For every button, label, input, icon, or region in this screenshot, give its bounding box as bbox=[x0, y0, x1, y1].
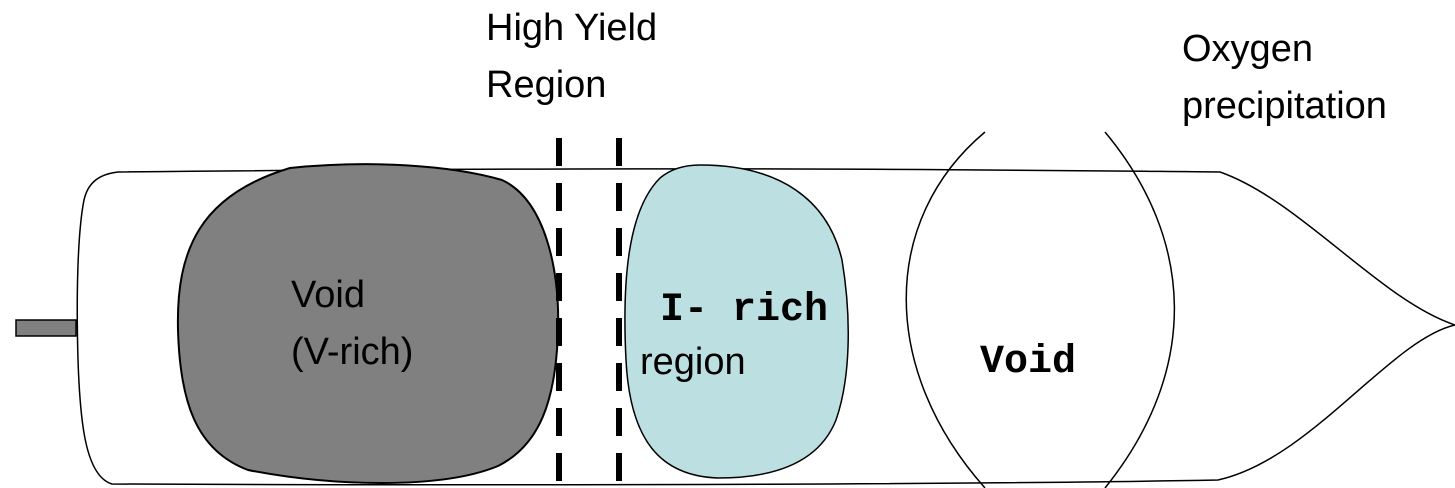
void-right-boundary bbox=[1104, 131, 1176, 488]
high-yield-label-line1: High Yield bbox=[486, 7, 657, 49]
seed-rod bbox=[15, 319, 77, 337]
high-yield-label-line2: Region bbox=[486, 64, 606, 106]
v-rich-label-line2: (V-rich) bbox=[291, 331, 413, 373]
oxygen-label-line2: precipitation bbox=[1182, 85, 1387, 127]
void-left-boundary bbox=[905, 131, 986, 488]
v-rich-void-region bbox=[176, 163, 560, 484]
void-right-label: Void bbox=[980, 340, 1076, 385]
i-rich-label-line2: region bbox=[640, 341, 746, 383]
v-rich-label-line1: Void bbox=[291, 274, 365, 316]
oxygen-label-line1: Oxygen bbox=[1182, 28, 1313, 70]
i-rich-label-line1: I- rich bbox=[660, 288, 828, 333]
i-rich-region bbox=[624, 164, 849, 479]
